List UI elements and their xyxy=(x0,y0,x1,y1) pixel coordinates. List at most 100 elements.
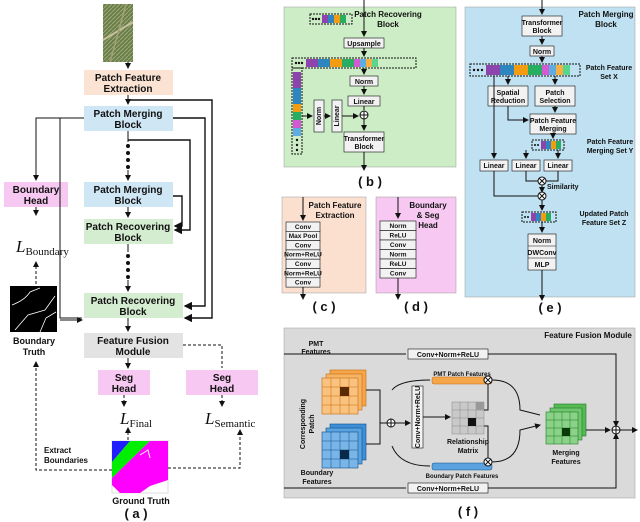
patch-merging-block-2-label-1: Patch Merging xyxy=(94,185,163,196)
boundary-head-box xyxy=(4,182,68,207)
patch-feature-merging-label-1: Patch Feature xyxy=(530,118,576,125)
corresponding-patch-label-2: Patch xyxy=(309,414,316,433)
set-x-label-1: Patch Feature xyxy=(586,65,632,72)
panel-b-token-strip-long xyxy=(291,57,417,69)
patch-merging-block-2-box xyxy=(84,182,173,207)
similarity-label: Similarity xyxy=(547,184,579,191)
merging-features-cube xyxy=(545,403,587,445)
panel-d-title-1: Boundary xyxy=(409,201,447,210)
panel-c-layer-label: Conv xyxy=(295,242,312,249)
pmt-patch-features-bar xyxy=(431,376,493,385)
boundary-head-label-1: Boundary xyxy=(13,185,60,196)
spatial-reduction-label-1: Spatial xyxy=(497,90,520,97)
panel-d-layer-label: Conv xyxy=(390,271,407,278)
panel-c-layer-label: Conv xyxy=(295,280,312,287)
panel-f: Feature Fusion Module PMT Features Conv+… xyxy=(283,327,638,519)
conv-top-label: Conv+Norm+ReLU xyxy=(417,352,479,359)
panel-e-norm-label: Norm xyxy=(533,49,551,56)
boundary-head-label-2: Head xyxy=(24,196,48,207)
panel-a-caption: ( a ) xyxy=(124,506,147,521)
panel-a: Patch Feature Extraction Patch Merging B… xyxy=(4,3,258,521)
input-satellite-image xyxy=(102,3,134,63)
panel-d: Boundary & Seg Head NormReLUConvNormReLU… xyxy=(375,196,457,314)
panel-c-layer-label: Max Pool xyxy=(289,233,318,240)
patch-recovering-block-2-box xyxy=(84,293,183,318)
panel-c-caption: ( c ) xyxy=(312,299,335,314)
panel-e-transformer-label-1: Transformer xyxy=(522,20,563,27)
boundary-patch-features-label: Boundary Patch Features xyxy=(426,474,499,480)
ground-truth-image xyxy=(111,440,169,494)
relationship-matrix xyxy=(451,401,485,435)
patch-recovering-block-1-label-2: Block xyxy=(114,233,142,244)
seg-head-semantic-box xyxy=(186,370,258,395)
panel-b-title-2: Block xyxy=(377,20,399,29)
patch-selection-label-2: Selection xyxy=(539,98,570,105)
panel-d-layer-label: Norm xyxy=(390,252,407,259)
panel-d-layer-label: Norm xyxy=(390,223,407,230)
boundary-truth-label-2: Truth xyxy=(23,347,46,357)
panel-d-caption: ( d ) xyxy=(404,299,428,314)
panel-c-title-2: Extraction xyxy=(315,211,354,220)
patch-recovering-block-2-label-2: Block xyxy=(119,307,147,318)
patch-feature-extraction-label-1: Patch Feature xyxy=(95,73,162,84)
set-x-token-strip xyxy=(469,63,581,77)
patch-merging-block-1-label-1: Patch Merging xyxy=(94,109,163,120)
corresponding-patch-label-1: Corresponding xyxy=(300,399,307,449)
ground-truth-label: Ground Truth xyxy=(112,496,170,506)
patch-merging-block-1-label-2: Block xyxy=(114,120,142,131)
boundary-features-label-2: Features xyxy=(302,479,331,486)
panel-b-token-strip-vertical xyxy=(291,67,303,155)
boundary-truth-image xyxy=(10,286,57,333)
panel-d-layer-label: Conv xyxy=(390,242,407,249)
set-y-label-1: Patch Feature xyxy=(587,139,633,146)
set-z-token-strip xyxy=(521,211,557,223)
pmt-features-label-1: PMT xyxy=(309,341,325,348)
seg-head-semantic-label-2: Head xyxy=(210,384,234,395)
merging-features-label-1: Merging xyxy=(552,450,579,457)
extract-boundaries-label-2: Boundaries xyxy=(44,456,89,465)
boundary-cube xyxy=(321,423,367,469)
patch-recovering-block-1-label-1: Patch Recovering xyxy=(86,222,170,233)
panel-e-linear-2-label: Linear xyxy=(515,163,536,170)
set-x-label-2: Set X xyxy=(600,74,618,81)
panel-e-linear-1-label: Linear xyxy=(483,163,504,170)
panel-e-caption: ( e ) xyxy=(538,300,561,315)
panel-c-layer-label: Conv xyxy=(295,261,312,268)
panel-b-norm-label: Norm xyxy=(355,79,373,86)
boundary-features-label-1: Boundary xyxy=(301,470,334,477)
feature-fusion-label-2: Module xyxy=(116,347,151,358)
feature-fusion-module-box xyxy=(84,333,183,358)
panel-e-title-1: Patch Merging xyxy=(578,10,633,19)
panel-e-norm-2-label: Norm xyxy=(533,238,551,245)
panel-e-title-2: Block xyxy=(595,20,617,29)
patch-feature-extraction-label-2: Extraction xyxy=(104,84,153,95)
panel-d-title-3: Head xyxy=(418,221,438,230)
conv-bottom-label: Conv+Norm+ReLU xyxy=(417,486,479,493)
panel-e-mlp-label: MLP xyxy=(535,262,550,269)
panel-e-linear-3-label: Linear xyxy=(547,163,568,170)
panel-b-side-norm-label: Norm xyxy=(316,107,323,125)
merging-features-label-2: Features xyxy=(551,459,580,466)
set-z-label-1: Updated Patch xyxy=(579,211,628,218)
panel-b-side-linear-label: Linear xyxy=(334,105,341,126)
boundary-truth-label-1: Boundary xyxy=(13,336,55,346)
patch-merging-block-2-label-2: Block xyxy=(114,196,142,207)
patch-recovering-block-1-box xyxy=(84,219,173,244)
panel-f-caption: ( f ) xyxy=(458,504,478,519)
extract-boundaries-label-1: Extract xyxy=(44,446,71,455)
patch-merging-block-1-box xyxy=(84,106,173,131)
relationship-matrix-label-2: Matrix xyxy=(458,448,479,455)
spatial-reduction-label-2: Reduction xyxy=(491,98,525,105)
relationship-matrix-label-1: Relationship xyxy=(447,439,489,446)
panel-d-layer-label: ReLU xyxy=(390,233,407,240)
panel-f-title: Feature Fusion Module xyxy=(544,331,632,340)
boundary-patch-features-bar xyxy=(431,462,493,471)
panel-b-linear-label: Linear xyxy=(353,99,374,106)
ellipsis-dots-2 xyxy=(126,254,130,279)
conv-vertical-label: Conv+Norm+ReLU xyxy=(415,386,422,448)
seg-head-final-label-1: Seg xyxy=(115,373,133,384)
patch-recovering-block-2-label-1: Patch Recovering xyxy=(91,296,175,307)
loss-final: LFinal xyxy=(119,409,152,430)
